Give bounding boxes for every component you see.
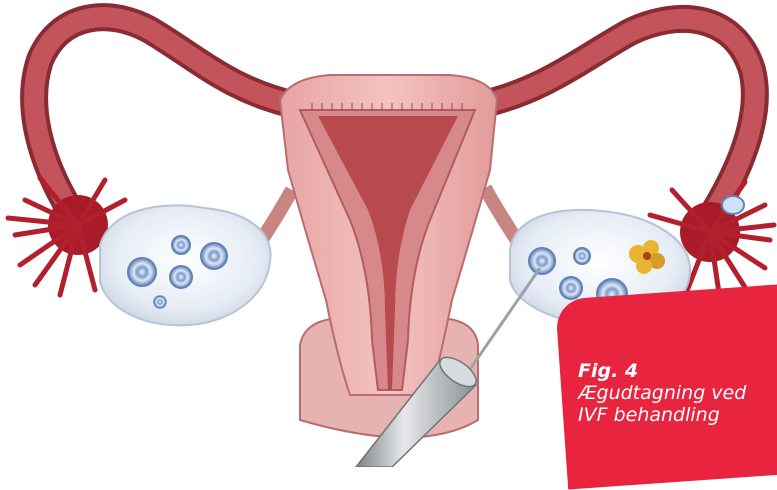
caption-line-2: IVF behandling [578, 404, 777, 426]
right-fallopian-tube [480, 19, 755, 210]
figure-caption: Fig. 4 Ægudtagning ved IVF behandling [578, 360, 777, 426]
caption-line-1: Ægudtagning ved [578, 382, 777, 404]
left-fallopian-tube [34, 17, 295, 210]
figure-label: Fig. 4 [578, 360, 777, 382]
left-ovary [100, 205, 271, 325]
